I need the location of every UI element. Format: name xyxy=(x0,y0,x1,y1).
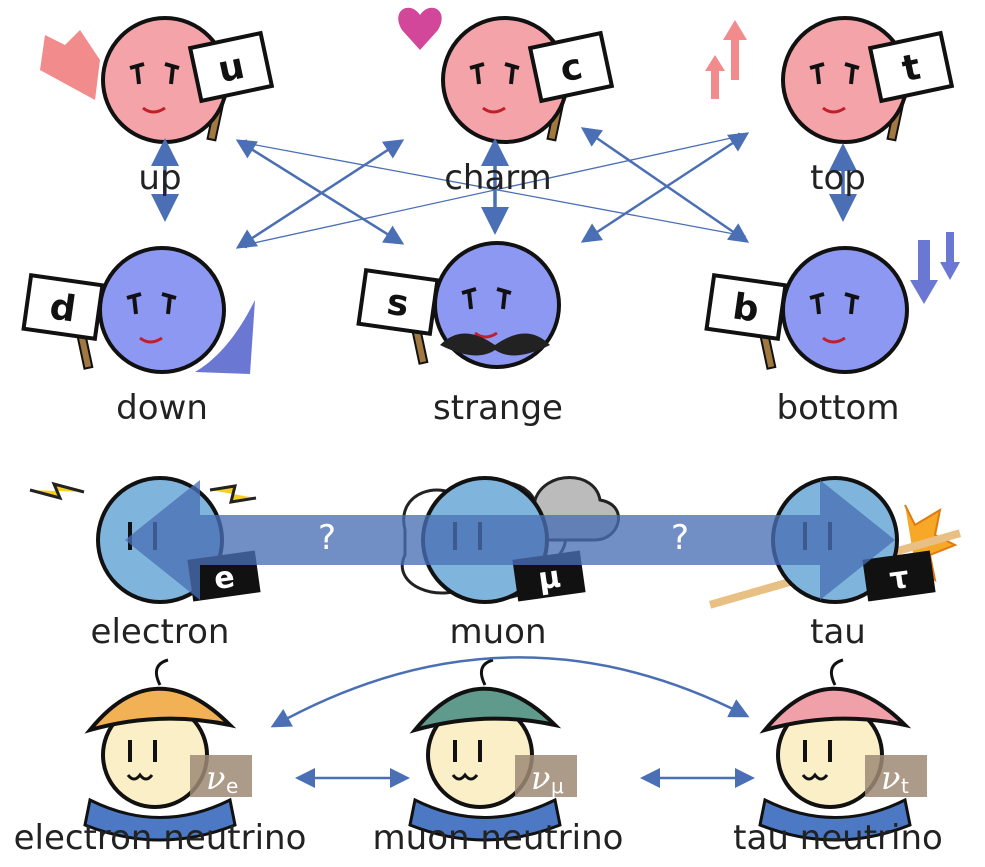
mouth xyxy=(126,772,154,781)
lepton-oscillation-band xyxy=(125,480,895,600)
neutrino-subscript: e xyxy=(226,774,238,798)
quark-label-charm: charm xyxy=(444,158,552,198)
eye-left xyxy=(809,62,825,85)
neutrino-subscript: μ xyxy=(551,774,564,798)
lepton-symbol: e xyxy=(212,560,237,597)
neutrino-label-tau: tau neutrino xyxy=(733,818,943,858)
eye-left xyxy=(461,287,477,310)
mouth xyxy=(451,772,479,781)
eyes xyxy=(803,740,832,762)
lepton-label-muon: muon xyxy=(449,612,547,652)
mouth xyxy=(801,772,829,781)
neutrino-tag xyxy=(190,755,252,797)
eyes xyxy=(128,740,157,762)
hat-stem xyxy=(829,658,844,686)
sign-board xyxy=(21,272,105,342)
arrow-top-strange xyxy=(580,132,750,243)
lightning-icon-left xyxy=(29,481,85,501)
eye-left xyxy=(126,292,142,315)
sign-board xyxy=(187,30,275,104)
lepton-symbol: μ xyxy=(536,560,563,598)
quark-symbol: d xyxy=(47,286,78,330)
eye-right xyxy=(844,292,860,315)
quark-label-up: up xyxy=(138,158,182,198)
quark-label-top: top xyxy=(810,158,866,198)
quark-top: t xyxy=(781,16,955,144)
eyes xyxy=(453,740,482,762)
neutrino-label-electron: electron neutrino xyxy=(13,818,307,858)
quark-up: u xyxy=(101,16,275,144)
hat xyxy=(759,686,912,734)
eye-right xyxy=(164,62,180,85)
eye-right xyxy=(496,287,512,310)
symbol-tag xyxy=(862,550,936,602)
question-mark-right: ? xyxy=(670,518,690,558)
mouth xyxy=(822,106,846,114)
eye-right xyxy=(161,292,177,315)
quark-label-down: down xyxy=(116,388,208,428)
quark-bottom: b xyxy=(704,246,909,374)
lepton-label-electron: electron xyxy=(90,612,230,652)
quark-charm: c xyxy=(441,16,615,144)
sign-board xyxy=(704,272,788,342)
neutrino-label-muon: muon neutrino xyxy=(372,818,624,858)
scarf xyxy=(408,797,562,842)
quark-symbol: b xyxy=(730,286,761,330)
neutrino-subscript: t xyxy=(901,774,909,798)
arrow-nue-nutau xyxy=(270,656,750,728)
scarf xyxy=(758,797,912,842)
mustache-icon xyxy=(440,333,550,356)
lepton-symbol: τ xyxy=(887,560,911,597)
neutrino-symbol: ν xyxy=(881,759,900,797)
lightning-icon-right xyxy=(209,484,257,504)
sign-board xyxy=(867,30,955,104)
down-swoosh-decoration xyxy=(195,300,255,374)
scarf xyxy=(83,797,237,842)
bottom-arrow-2 xyxy=(940,232,960,280)
hat-stem xyxy=(154,658,169,686)
quark-head xyxy=(781,246,909,374)
eye-right xyxy=(504,62,520,85)
bottom-arrow-1 xyxy=(910,240,938,304)
question-mark-left: ? xyxy=(317,518,337,558)
quark-down: d xyxy=(21,246,226,374)
neutrino-symbol: ν xyxy=(206,759,225,797)
mouth xyxy=(139,336,163,344)
eye-left xyxy=(469,62,485,85)
mouth xyxy=(822,336,846,344)
top-arrow-1 xyxy=(723,20,747,80)
sign-board xyxy=(356,267,440,337)
quark-label-strange: strange xyxy=(433,388,563,428)
eye-left xyxy=(129,62,145,85)
neutrino-symbol: ν xyxy=(531,759,550,797)
up-arrow-decoration xyxy=(40,30,100,100)
hat xyxy=(84,686,237,734)
eye-right xyxy=(844,62,860,85)
hat-stem xyxy=(479,658,494,686)
neutrino-tag xyxy=(865,755,927,797)
lepton-label-tau: tau xyxy=(810,612,866,652)
quark-head xyxy=(98,246,226,374)
sign-board xyxy=(527,30,615,104)
mouth xyxy=(482,106,506,114)
heart-icon xyxy=(398,7,442,50)
mouth xyxy=(142,106,166,114)
quark-label-bottom: bottom xyxy=(776,388,900,428)
eye-left xyxy=(809,292,825,315)
neutrino-tag xyxy=(515,755,577,797)
top-arrow-2 xyxy=(705,55,725,99)
mouth xyxy=(474,331,498,339)
